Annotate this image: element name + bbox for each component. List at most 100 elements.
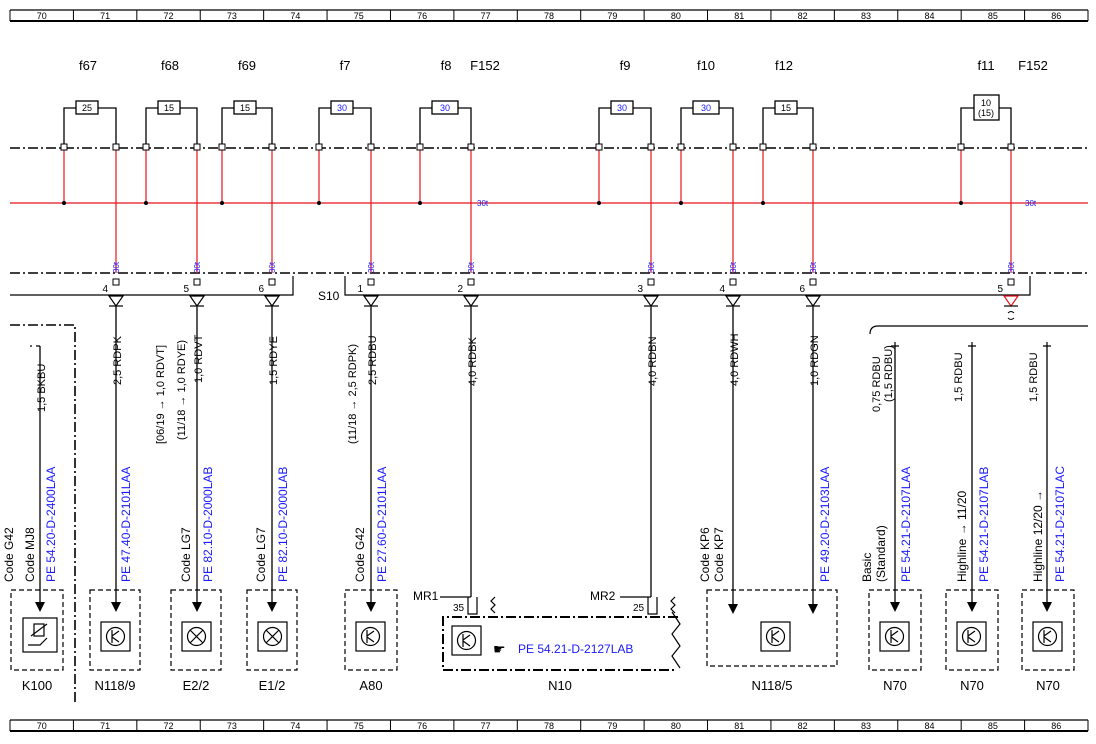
component-label-n70-b: N70 bbox=[960, 678, 984, 693]
grid-number: 77 bbox=[481, 721, 491, 731]
fuse-label-f10: f10 bbox=[697, 58, 715, 73]
component-box-n70-c bbox=[1021, 589, 1075, 671]
wire-code-n70-a: 0,75 RDBU bbox=[871, 356, 883, 412]
grid-number: 77 bbox=[481, 11, 491, 21]
pe-ref-a80: PE 27.60-D-2101LAA bbox=[375, 467, 389, 582]
fuse-rating-f12: 15 bbox=[781, 103, 791, 113]
grid-number: 86 bbox=[1051, 721, 1061, 731]
grid-number: 81 bbox=[734, 11, 744, 21]
wire-label-30t-9: 30t bbox=[1007, 261, 1016, 273]
code-n70-a-2: (Standard) bbox=[874, 525, 888, 582]
bus-label-30t-a: 30t bbox=[477, 199, 489, 208]
wire-code-n118-5-a: 4,0 RDWH bbox=[729, 333, 741, 386]
mr2-label: MR2 bbox=[590, 589, 616, 603]
pe-ref-n70-c: PE 54.21-D-2107LAC bbox=[1053, 466, 1067, 582]
splice-pin-7: 4 bbox=[719, 284, 725, 295]
wire-label-30t-4: 30t bbox=[367, 261, 376, 273]
code-n70-a-1: Basic bbox=[860, 553, 874, 582]
wire-code-e1-2: 1,5 RDYE bbox=[268, 336, 280, 385]
pe-ref-n118-9: PE 47.40-D-2101LAA bbox=[119, 467, 133, 582]
wire-label-30t-1: 30t bbox=[112, 261, 121, 273]
wire-note-e2-2-b: (11/18 → 1,0 RDYE) bbox=[176, 340, 188, 440]
code-n118-5-b: Code KP7 bbox=[712, 527, 726, 582]
fuse-label-f9: f9 bbox=[620, 58, 631, 73]
grid-number: 73 bbox=[227, 721, 237, 731]
grid-number: 78 bbox=[544, 11, 554, 21]
wire-note-n70-a: (1,5 RDBU) bbox=[883, 345, 895, 402]
splice-label: S10 bbox=[318, 289, 340, 303]
wire-code-n118-5-b: 1,0 RDGN bbox=[809, 335, 821, 386]
code-n118-5-a: Code KP6 bbox=[698, 527, 712, 582]
fuse-f10 bbox=[692, 100, 720, 115]
splice-pin-1: 4 bbox=[102, 284, 108, 295]
component-label-n10: N10 bbox=[548, 678, 572, 693]
mr1-pin: 35 bbox=[453, 603, 465, 614]
grid-number: 70 bbox=[37, 11, 47, 21]
transistor-icons bbox=[105, 626, 1058, 651]
component-label-e2-2: E2/2 bbox=[183, 678, 210, 693]
code-a80: Code G42 bbox=[353, 527, 367, 582]
fuse-label-f12: f12 bbox=[775, 58, 793, 73]
grid-number: 74 bbox=[290, 11, 300, 21]
lamp-icons bbox=[186, 626, 283, 647]
grid-number: 80 bbox=[671, 721, 681, 731]
pe-ref-n118-5: PE 49.20-D-2103LAA bbox=[818, 467, 832, 582]
fuse-f11 bbox=[973, 94, 1000, 121]
grid-number: 86 bbox=[1051, 11, 1061, 21]
splice-pin-5: 2 bbox=[457, 284, 463, 295]
wire-label-30t-5: 30t bbox=[467, 261, 476, 273]
fuse-f12 bbox=[774, 100, 798, 115]
pe-ref-n10: PE 54.21-D-2127LAB bbox=[518, 642, 633, 656]
mr1-label: MR1 bbox=[413, 589, 439, 603]
pe-ref-n70-b: PE 54.21-D-2107LAB bbox=[977, 467, 991, 582]
grid-number: 70 bbox=[37, 721, 47, 731]
component-box-n118-5 bbox=[706, 589, 838, 667]
fuse-label-f7: f7 bbox=[340, 58, 351, 73]
component-box-n70-b bbox=[945, 589, 999, 671]
relay-icon bbox=[28, 623, 48, 646]
fusebox-label-f152-a: F152 bbox=[470, 58, 500, 73]
fuse-label-f11: f11 bbox=[977, 58, 994, 73]
component-label-n70-c: N70 bbox=[1036, 678, 1060, 693]
splice-pin-2: 5 bbox=[183, 284, 189, 295]
wire-label-30t-6: 30t bbox=[647, 261, 656, 273]
fuse-rating-f9: 30 bbox=[617, 103, 627, 113]
fuse-label-f69: f69 bbox=[238, 58, 256, 73]
grid-number: 74 bbox=[290, 721, 300, 731]
splice-pin-4: 1 bbox=[357, 284, 363, 295]
grid-number: 72 bbox=[164, 11, 174, 21]
wire-note-a80: (11/18 → 2,5 RDPK) bbox=[347, 344, 359, 444]
fuse-f8 bbox=[431, 100, 459, 115]
grid-number: 79 bbox=[607, 11, 617, 21]
pe-ref-k100: PE 54.20-D-2400LAA bbox=[44, 467, 58, 582]
code-k100-a: Code G42 bbox=[2, 527, 16, 582]
component-box-k100 bbox=[10, 589, 64, 671]
grid-number: 76 bbox=[417, 11, 427, 21]
component-label-e1-2: E1/2 bbox=[259, 678, 286, 693]
grid-number: 81 bbox=[734, 721, 744, 731]
grid-number: 79 bbox=[607, 721, 617, 731]
grid-number: 76 bbox=[417, 721, 427, 731]
fuse-rating-f11-alt: (15) bbox=[978, 108, 994, 118]
grid-number: 75 bbox=[354, 11, 364, 21]
component-label-k100: K100 bbox=[22, 678, 52, 693]
wire-code-n10-b: 4,0 RDBN bbox=[647, 336, 659, 386]
grid-number: 72 bbox=[164, 721, 174, 731]
grid-number: 80 bbox=[671, 11, 681, 21]
pointing-hand-icon: ☛ bbox=[493, 641, 506, 657]
fuse-f67 bbox=[75, 100, 99, 115]
wire-note-e2-2-a: [06/19 → 1,0 RDVT] bbox=[155, 345, 167, 444]
pe-ref-e2-2: PE 82.10-D-2000LAB bbox=[201, 467, 215, 582]
fuse-rating-f67: 25 bbox=[82, 103, 92, 113]
pe-ref-e1-2: PE 82.10-D-2000LAB bbox=[276, 467, 290, 582]
fuse-f7 bbox=[330, 100, 354, 115]
code-e2-2: Code LG7 bbox=[179, 527, 193, 582]
component-box-n70-a bbox=[868, 589, 922, 671]
grid-number: 73 bbox=[227, 11, 237, 21]
wire-code-n118-9: 2,5 RDPK bbox=[112, 335, 124, 385]
component-label-n70-a: N70 bbox=[883, 678, 907, 693]
component-label-n118-5: N118/5 bbox=[752, 678, 793, 693]
